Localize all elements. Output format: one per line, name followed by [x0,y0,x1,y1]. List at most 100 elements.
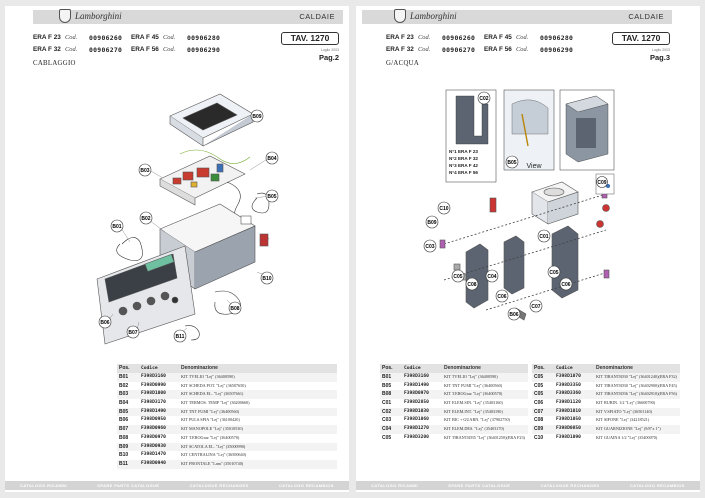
header-pos: Pos. [119,365,130,371]
part-code: F398D1070 [556,374,581,379]
callout-b01: B01 [110,219,124,233]
part-description: KIT TVELIO "Lej" (36400590) [444,374,498,379]
callout-b03: B03 [138,163,152,177]
cod-label: Cod. [516,34,529,41]
part-description: KIT TIRANTIØ35 "Lej" (36401250)(ERA F23) [444,434,525,440]
callout-c05: C05 [451,269,465,283]
table-row: C09 F398D0850 KIT GUARNIZIONE "Lej" (9/8"x… [532,425,680,434]
model-name: ERA F 45 [131,34,159,41]
part-description: KIT TIRANTIØ30 "Lej" (36401240)(ERA F32) [596,374,677,379]
part-position: C06 [534,400,544,407]
part-code: F398D1000 [141,391,166,397]
section-label: CALDAIE [628,12,664,21]
drawing-title: G/ACQUA [386,60,420,67]
callout-b05: B05 [265,189,279,203]
catalog-page-right: Lamborghini CALDAIE ERA F 23 Cod. 009062… [356,6,700,492]
callout-label: C04 [487,274,496,280]
part-description: KIT ELEM.SIN. "Lej" (35403160) [444,400,503,406]
part-position: B09 [119,443,129,450]
lamborghini-logo-icon [394,9,406,23]
part-description: KIT MANOPOLE "Lej" (35010530) [181,426,243,432]
part-code: F398D1120 [556,400,581,406]
part-position: C09 [534,426,544,433]
part-position: C02 [382,408,392,415]
part-position: C04 [382,426,392,433]
part-code: F398D0940 [141,460,166,466]
callout-label: B11 [176,334,185,340]
callout-label: B01 [112,224,121,230]
callout-label: B07 [128,330,137,336]
circuit-board [159,155,246,206]
callout-label: B03 [140,168,149,174]
header-desc: Denominazione [181,365,218,371]
part-code: F398D0990 [141,382,166,388]
callout-c07: C07 [529,299,543,313]
parts-table-header: Pos. Codice Denominazione [117,364,337,373]
inset-model-line: N°4 ERA F 56 [449,170,478,175]
part-description: KIT GUAINA 1/2 "Lej" (35400070) [596,434,658,440]
part-position: B01 [382,374,392,380]
model-name: ERA F 56 [484,46,512,53]
part-description: KIT GUARNIZIONE "Lej" (9/8"x 1") [596,426,661,432]
part-description: KIT V.SFIATO "Lej" (36501140) [596,408,652,414]
wiring-exploded-drawing: B09 B03 B04 B05 B01 B02 B08 B10 B06 B11 … [96,93,279,345]
callout-label: C08 [467,282,476,288]
cast-iron-element-center [503,235,525,295]
callout-label: B02 [141,216,150,222]
part-position: C10 [534,434,544,441]
callout-c09: C09 [596,176,608,188]
model-name: ERA F 45 [484,34,512,41]
model-list: ERA F 23 Cod. 00906260 ERA F 45 Cod. 009… [386,32,582,56]
table-row: C05 F398D1070 KIT TIRANTIØ30 "Lej" (364012… [532,373,680,382]
part-code: F398D0850 [556,426,581,432]
page-header-bar: Lamborghini CALDAIE [33,9,343,24]
inset-boiler-panel [559,89,615,171]
inset-section-panel: N°1 ERA F 23 N°2 ERA F 32 N°3 ERA F 42 N… [445,89,497,183]
cod-label: Cod. [163,34,176,41]
callout-b11: B11 [173,329,187,343]
cast-iron-element-left [465,243,489,309]
callout-c06: C06 [559,277,573,291]
parts-table-header: Pos. Codice Denominazione [380,364,528,373]
model-code: 00906290 [187,46,221,54]
callout-label: B06 [509,312,518,318]
part-position: C07 [534,408,544,415]
model-list: ERA F 23 Cod. 00906260 ERA F 45 Cod. 009… [33,32,229,56]
parts-table-body: C05 F398D1070 KIT TIRANTIØ30 "Lej" (364012… [532,373,680,443]
part-position: C05 [534,374,544,380]
model-name: ERA F 23 [386,34,414,41]
page-footer: CATALOGO RICAMBI SPARE PARTS CATALOGUE C… [5,481,349,490]
footer-text: SPARE PARTS CATALOGUE [97,483,160,488]
view-label: View [526,163,542,170]
callout-c05: C05 [547,265,561,279]
part-code: F398D3360 [556,391,581,397]
issue-date: Luglio 2003 [651,48,670,52]
electrical-box-cover [169,93,254,147]
callout-label: B05 [267,194,276,200]
part-description: KIT TIRANTIØ30 "Lej" (36402900)(ERA F45) [596,382,677,388]
lamborghini-logo-icon [59,9,71,23]
part-position: B03 [119,391,129,398]
model-name: ERA F 56 [131,46,159,53]
model-name: ERA F 23 [33,34,61,41]
page-number: Pag.3 [649,53,670,62]
part-position: B10 [119,452,129,459]
part-position: C03 [382,417,392,424]
callout-label: C05 [549,270,558,276]
model-code: 00906270 [442,46,476,54]
inset-model-line: N°1 ERA F 23 [449,149,478,154]
callout-b04: B04 [265,151,279,165]
cod-label: Cod. [163,46,176,53]
header-desc: Denominazione [596,365,633,371]
part-position: C05 [534,382,544,389]
part-code: F398D1010 [556,408,581,414]
